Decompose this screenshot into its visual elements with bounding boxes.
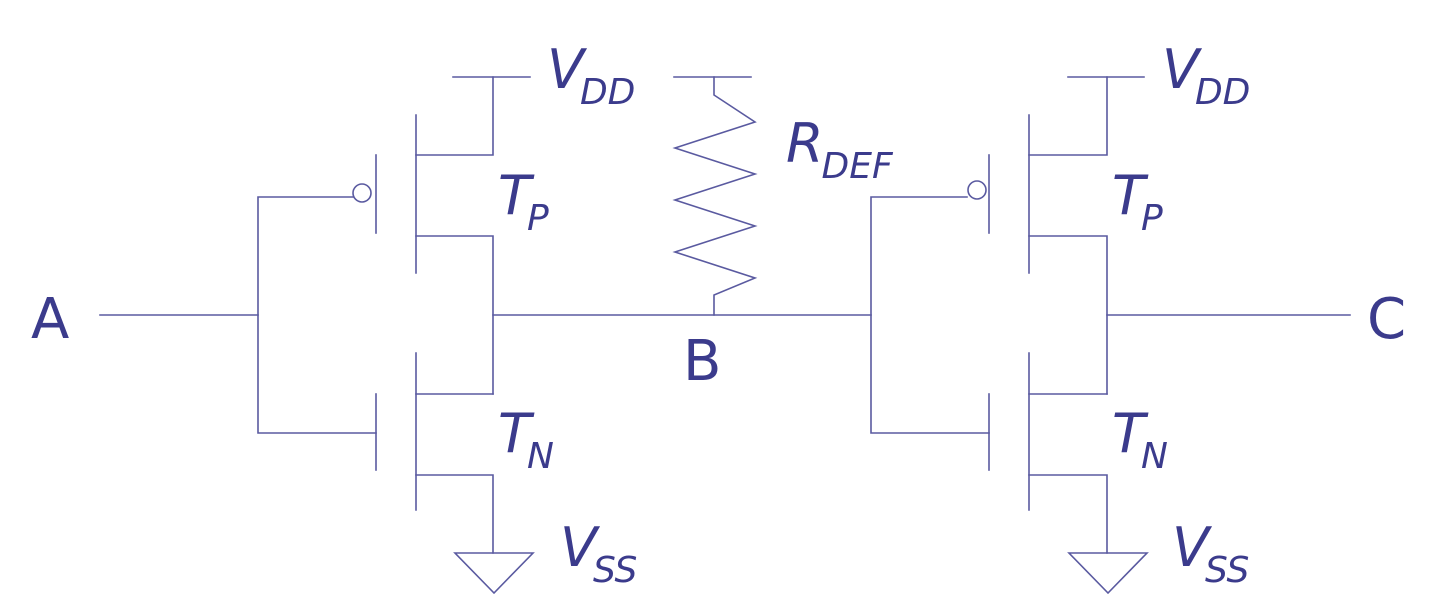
pmos-source-drain-1 <box>415 76 494 395</box>
vss-label-1: VSS <box>560 516 637 591</box>
gate-wire-1 <box>257 196 377 434</box>
nmos-source-drain-2 <box>1028 393 1108 554</box>
vdd-rail-2: VDD <box>1067 38 1250 113</box>
nmos-transistor-2 <box>988 352 1108 554</box>
inverter-2: VDD TP TN VSS <box>870 38 1351 595</box>
pmos-transistor-2 <box>967 76 1108 395</box>
node-label-b: B <box>683 329 721 394</box>
pmos-label-2: TP <box>1112 164 1163 239</box>
nmos-transistor-1 <box>375 352 494 554</box>
vdd-label-2: VDD <box>1162 38 1250 113</box>
resistor-label: RDEF <box>786 112 894 187</box>
node-label-a: A <box>31 287 69 352</box>
resistor-zigzag <box>672 76 758 316</box>
vss-label-2: VSS <box>1172 516 1249 591</box>
node-label-c: C <box>1367 287 1406 352</box>
inverter-1: VDD TP TN VSS <box>99 38 637 595</box>
vdd-rail-1: VDD <box>452 38 635 113</box>
vss-rail-2: VSS <box>1067 516 1249 595</box>
pmos-bubble-1 <box>352 183 372 203</box>
nmos-label-1: TN <box>498 402 554 477</box>
vss-rail-1: VSS <box>453 516 637 595</box>
nmos-label-2: TN <box>1112 402 1168 477</box>
nmos-source-drain-1 <box>415 393 494 554</box>
defect-resistor: RDEF <box>672 76 894 316</box>
pmos-transistor-1 <box>352 76 494 395</box>
vdd-label-1: VDD <box>547 38 635 113</box>
pmos-bubble-2 <box>967 180 987 200</box>
pmos-label-1: TP <box>498 164 549 239</box>
gate-wire-2 <box>870 196 990 434</box>
ground-symbol-2 <box>1067 552 1149 595</box>
pmos-source-drain-2 <box>1028 76 1108 395</box>
ground-symbol-1 <box>453 552 535 595</box>
